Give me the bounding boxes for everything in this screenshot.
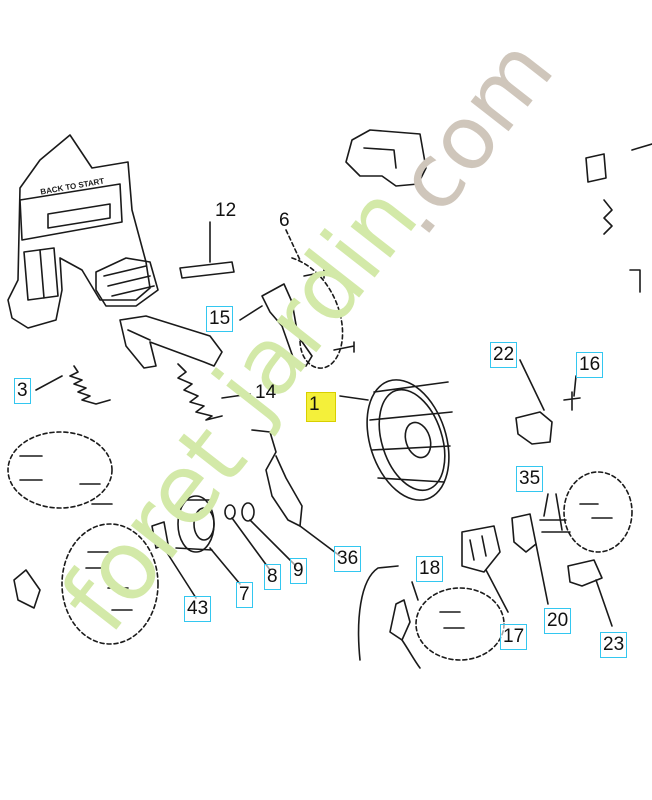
callout-15: 15 <box>206 306 234 332</box>
spring-3 <box>35 365 111 405</box>
callout-12: 12 <box>212 198 239 224</box>
callout-14: 14 <box>252 380 279 406</box>
top-bracket <box>345 129 427 187</box>
callout-8-text: 8 <box>267 566 278 587</box>
screws-bottom <box>439 611 465 629</box>
callout-14-text: 14 <box>255 382 277 403</box>
gear-wheel-1 <box>339 379 453 501</box>
left-edge-part <box>13 569 41 609</box>
callout-18-text: 18 <box>419 558 441 579</box>
callout-6: 6 <box>276 208 293 234</box>
callout-22-text: 22 <box>493 344 515 365</box>
callout-3: 3 <box>14 378 31 404</box>
callout-18: 18 <box>416 556 444 582</box>
callout-36-text: 36 <box>337 548 359 569</box>
callout-9-text: 9 <box>293 560 304 581</box>
callout-3-text: 3 <box>17 380 28 401</box>
callout-1-text: 1 <box>309 394 320 415</box>
screw-group-left-top <box>7 431 113 509</box>
callout-20-text: 20 <box>547 610 569 631</box>
callout-23-text: 23 <box>603 634 625 655</box>
screws-right <box>579 503 613 519</box>
callout-16-text: 16 <box>579 354 601 375</box>
callout-22: 22 <box>490 342 518 368</box>
cable-18 <box>357 565 421 669</box>
callout-36: 36 <box>334 546 362 572</box>
plate-15 <box>239 283 313 367</box>
callout-12-text: 12 <box>215 200 237 221</box>
spring-14 <box>177 363 251 421</box>
spring-clip-36 <box>251 429 341 557</box>
screw-group-right <box>563 471 633 553</box>
screws-left <box>19 455 133 611</box>
handle-housing <box>7 134 151 329</box>
callout-17: 17 <box>500 624 528 650</box>
callout-17-text: 17 <box>503 626 525 647</box>
switch-17 <box>461 525 509 613</box>
bushing-43 <box>151 521 197 599</box>
callout-35-text: 35 <box>519 468 541 489</box>
callout-20: 20 <box>544 608 572 634</box>
screw-16 <box>563 375 581 411</box>
callout-43: 43 <box>184 596 212 622</box>
callout-1: 1 <box>306 392 336 422</box>
knob-22 <box>515 359 553 445</box>
lever-assembly <box>95 257 223 369</box>
right-edge-parts <box>585 143 652 293</box>
callout-9: 9 <box>290 558 307 584</box>
callout-8: 8 <box>264 564 281 590</box>
screw-group-bottom <box>415 587 505 661</box>
callout-15-text: 15 <box>209 308 231 329</box>
screws-6 <box>303 267 355 353</box>
gear-7 <box>175 495 241 585</box>
callout-7: 7 <box>236 582 253 608</box>
screw-group-6 <box>285 229 344 369</box>
pins-35 <box>539 493 571 533</box>
callout-7-text: 7 <box>239 584 250 605</box>
callout-6-text: 6 <box>279 210 290 231</box>
pin-12 <box>179 221 235 279</box>
screw-group-left-bottom <box>61 523 159 645</box>
bracket-20 <box>511 513 549 605</box>
callout-43-text: 43 <box>187 598 209 619</box>
callout-23: 23 <box>600 632 628 658</box>
callout-35: 35 <box>516 466 544 492</box>
part-23 <box>567 559 613 627</box>
callout-16: 16 <box>576 352 604 378</box>
washers-8-9 <box>224 502 297 571</box>
